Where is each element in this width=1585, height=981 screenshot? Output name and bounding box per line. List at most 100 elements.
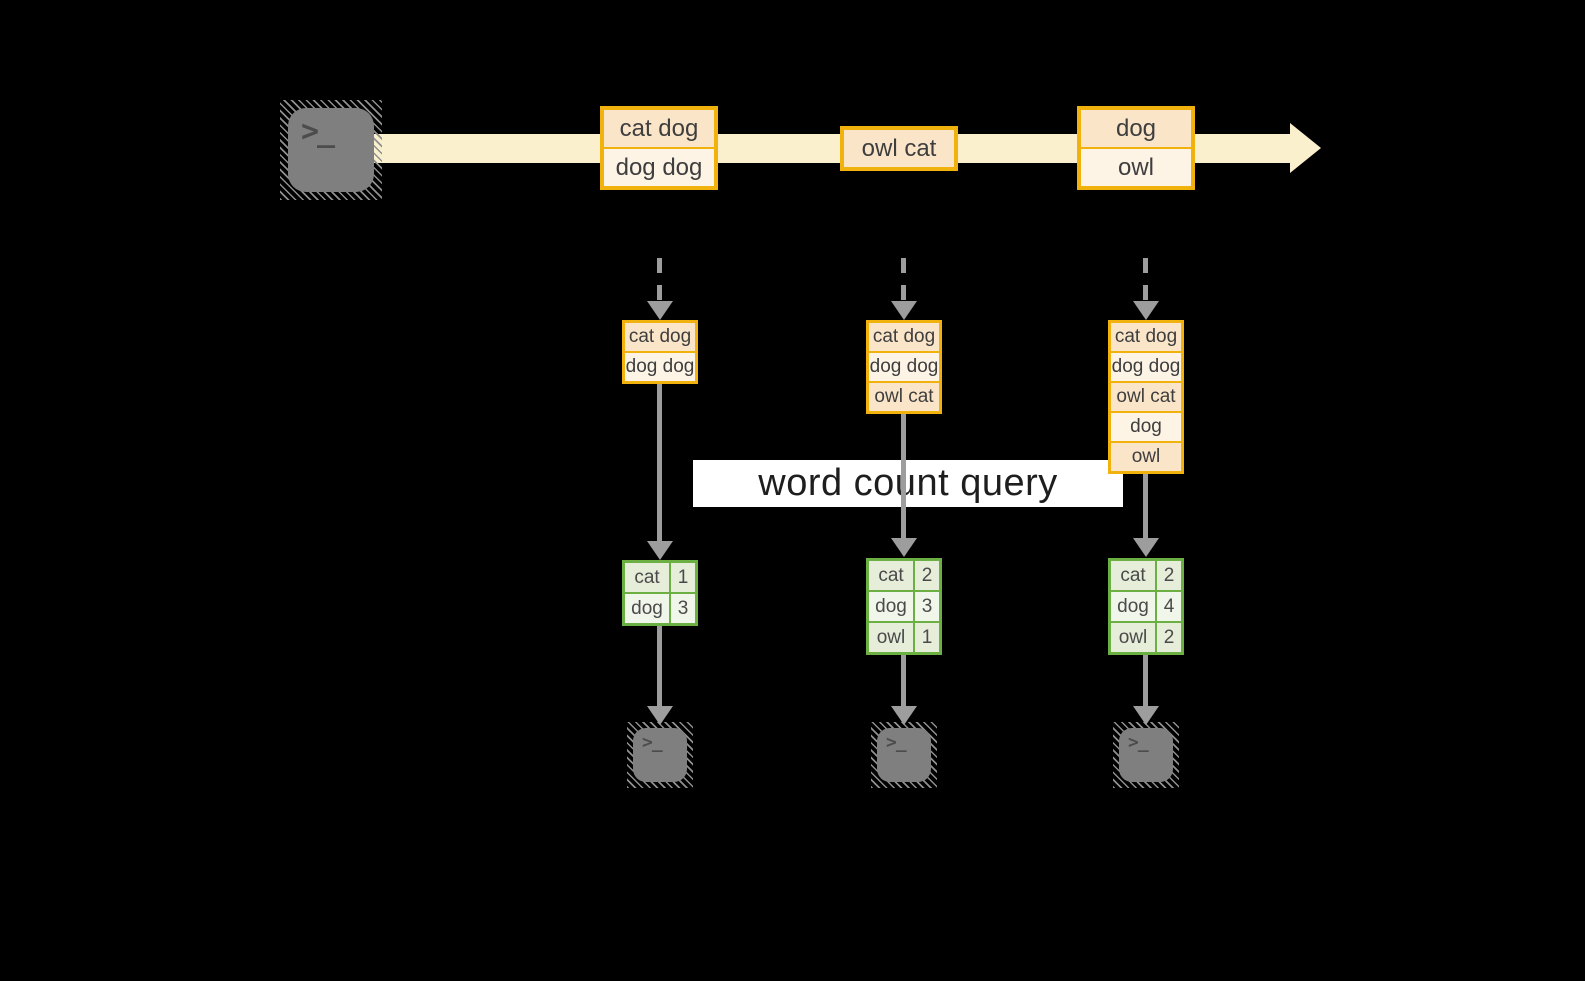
- cell-divider: [913, 623, 915, 652]
- window-item: dog dog: [1111, 353, 1181, 381]
- cell-divider: [869, 381, 939, 383]
- row-divider: [869, 621, 939, 623]
- cell-divider: [1155, 561, 1157, 590]
- window-buffer-3: cat dog dog dog owl cat dog owl: [1108, 320, 1184, 474]
- cell-divider: [1111, 411, 1181, 413]
- terminal-body: >_: [288, 108, 374, 192]
- stream-event-cell: dog: [1081, 110, 1191, 147]
- down-arrowhead-icon: [1133, 538, 1159, 557]
- down-arrow: [901, 413, 906, 539]
- count-table-2: cat 2 dog 3 owl 1: [866, 558, 942, 655]
- row-divider: [1111, 621, 1181, 623]
- count-row: dog 4: [1111, 592, 1181, 621]
- terminal-icon: >_: [1113, 722, 1179, 788]
- dashed-arrowhead-icon: [891, 301, 917, 320]
- window-item: cat dog: [625, 323, 695, 351]
- stream-event-cell: owl cat: [844, 130, 954, 167]
- window-item: owl cat: [869, 383, 939, 411]
- cell-divider: [913, 592, 915, 621]
- cell-divider: [913, 561, 915, 590]
- cell-divider: [1111, 441, 1181, 443]
- stream-event-cell: dog dog: [604, 149, 714, 186]
- row-divider: [1111, 590, 1181, 592]
- dashed-arrowhead-icon: [647, 301, 673, 320]
- cell-divider: [669, 563, 671, 592]
- terminal-body: >_: [1119, 728, 1173, 782]
- terminal-body: >_: [877, 728, 931, 782]
- cell-divider: [669, 594, 671, 623]
- down-arrowhead-icon: [891, 538, 917, 557]
- cell-divider: [869, 351, 939, 353]
- query-banner: word count query: [693, 460, 1123, 507]
- window-item: dog: [1111, 413, 1181, 441]
- cell-divider: [1155, 592, 1157, 621]
- terminal-icon: >_: [871, 722, 937, 788]
- down-arrow: [657, 626, 662, 707]
- terminal-icon: >_: [627, 722, 693, 788]
- count-row: cat 2: [1111, 561, 1181, 590]
- window-item: owl cat: [1111, 383, 1181, 411]
- window-item: cat dog: [1111, 323, 1181, 351]
- count-word: cat: [869, 561, 913, 590]
- down-arrow: [657, 382, 662, 542]
- window-item: cat dog: [869, 323, 939, 351]
- count-word: dog: [869, 592, 913, 621]
- cell-divider: [625, 351, 695, 353]
- row-divider: [625, 592, 695, 594]
- stream-event-3: dog owl: [1077, 106, 1195, 190]
- window-buffer-1: cat dog dog dog: [622, 320, 698, 384]
- count-row: owl 1: [869, 623, 939, 652]
- count-word: cat: [1111, 561, 1155, 590]
- count-word: dog: [625, 594, 669, 623]
- terminal-icon: >_: [280, 100, 382, 200]
- cell-divider: [1111, 381, 1181, 383]
- window-buffer-2: cat dog dog dog owl cat: [866, 320, 942, 414]
- count-value: 3: [671, 594, 695, 623]
- count-row: dog 3: [625, 594, 695, 623]
- prompt-icon: >_: [886, 732, 907, 753]
- stream-event-2: owl cat: [840, 126, 958, 171]
- count-value: 3: [915, 592, 939, 621]
- count-word: cat: [625, 563, 669, 592]
- count-row: dog 3: [869, 592, 939, 621]
- prompt-icon: >_: [642, 732, 663, 753]
- window-item: owl: [1111, 443, 1181, 471]
- count-word: owl: [1111, 623, 1155, 652]
- down-arrowhead-icon: [647, 541, 673, 560]
- count-word: dog: [1111, 592, 1155, 621]
- dashed-arrow: [657, 258, 662, 302]
- terminal-body: >_: [633, 728, 687, 782]
- dashed-arrow: [1143, 258, 1148, 302]
- count-row: owl 2: [1111, 623, 1181, 652]
- count-table-3: cat 2 dog 4 owl 2: [1108, 558, 1184, 655]
- stream-event-cell: owl: [1081, 149, 1191, 186]
- count-value: 1: [671, 563, 695, 592]
- down-arrowhead-icon: [647, 706, 673, 725]
- count-value: 4: [1157, 592, 1181, 621]
- dashed-arrowhead-icon: [1133, 301, 1159, 320]
- prompt-icon: >_: [1128, 732, 1149, 753]
- down-arrow: [1143, 474, 1148, 539]
- cell-divider: [1111, 351, 1181, 353]
- row-divider: [869, 590, 939, 592]
- cell-divider: [1081, 147, 1191, 149]
- prompt-icon: >_: [301, 114, 335, 149]
- count-value: 2: [915, 561, 939, 590]
- count-row: cat 1: [625, 563, 695, 592]
- query-banner-label: word count query: [758, 462, 1058, 504]
- down-arrowhead-icon: [1133, 706, 1159, 725]
- count-value: 2: [1157, 623, 1181, 652]
- down-arrow: [1143, 655, 1148, 707]
- count-word: owl: [869, 623, 913, 652]
- cell-divider: [1155, 623, 1157, 652]
- down-arrow: [901, 655, 906, 707]
- count-value: 2: [1157, 561, 1181, 590]
- stream-arrowhead-icon: [1290, 123, 1321, 173]
- count-value: 1: [915, 623, 939, 652]
- stream-event-cell: cat dog: [604, 110, 714, 147]
- dashed-arrow: [901, 258, 906, 302]
- window-item: dog dog: [625, 353, 695, 381]
- window-item: dog dog: [869, 353, 939, 381]
- stream-event-1: cat dog dog dog: [600, 106, 718, 190]
- count-row: cat 2: [869, 561, 939, 590]
